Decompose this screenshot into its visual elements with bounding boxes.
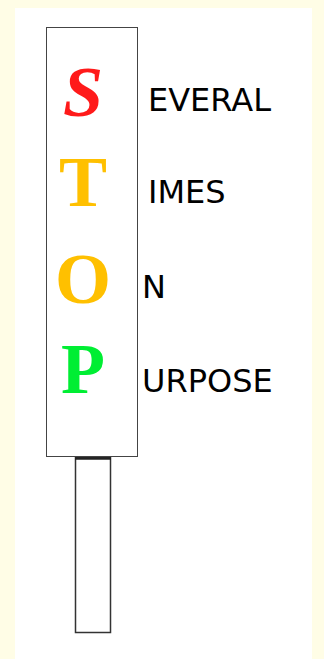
sign-letter: T	[59, 146, 107, 218]
post-top	[75, 457, 111, 460]
acronym-word: IMES	[148, 176, 226, 208]
acronym-word: URPOSE	[142, 365, 273, 397]
sign-letter: S	[63, 56, 103, 128]
acronym-word: EVERAL	[148, 84, 271, 116]
page-panel	[15, 8, 312, 659]
sign-letter: O	[55, 243, 111, 315]
acronym-word: N	[142, 271, 166, 303]
traffic-sign-box: STOP	[46, 27, 138, 457]
sign-letter: P	[61, 333, 105, 405]
sign-post	[76, 458, 111, 633]
